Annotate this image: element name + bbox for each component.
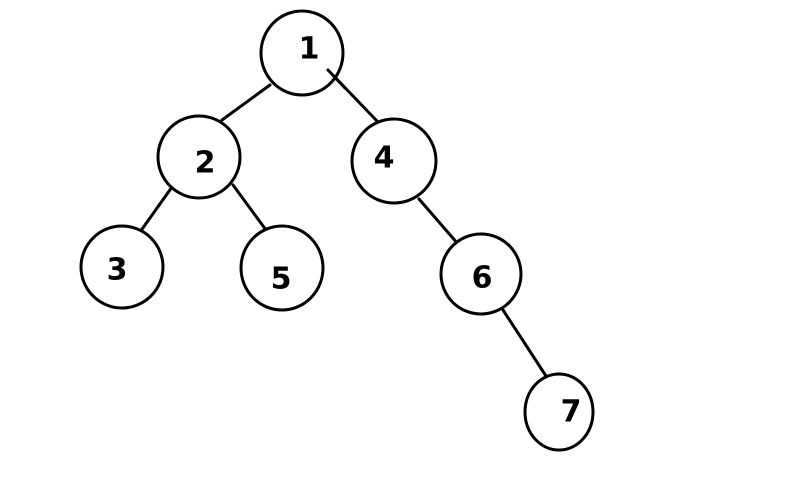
node-circle-6 [439, 232, 523, 316]
tree-node-5: 5 [239, 224, 325, 312]
edge-2-3 [138, 185, 174, 234]
node-circle-1 [259, 9, 345, 97]
edge-6-7 [501, 308, 548, 378]
node-label-6: 6 [472, 261, 493, 296]
tree-node-1: 1 [259, 9, 345, 97]
node-label-3: 3 [107, 253, 128, 288]
nodes-layer: 1 2 4 3 5 6 7 [79, 9, 595, 452]
node-circle-4 [350, 117, 438, 205]
tree-node-2: 2 [156, 114, 242, 200]
tree-node-7: 7 [523, 372, 595, 452]
node-circle-3 [79, 224, 165, 310]
node-label-2: 2 [195, 146, 216, 181]
node-circle-5 [239, 224, 325, 312]
tree-node-6: 6 [439, 232, 523, 316]
node-label-5: 5 [271, 262, 292, 297]
edge-2-5 [231, 183, 268, 232]
node-label-7: 7 [561, 395, 582, 430]
edge-4-6 [417, 197, 460, 246]
node-label-4: 4 [374, 141, 395, 176]
node-circle-2 [156, 114, 242, 200]
tree-node-4: 4 [350, 117, 438, 205]
edge-1-4-overlap [326, 68, 347, 90]
node-label-1: 1 [299, 32, 320, 67]
edge-1-2 [220, 83, 272, 122]
tree-node-3: 3 [79, 224, 165, 310]
node-circle-7 [523, 372, 595, 452]
